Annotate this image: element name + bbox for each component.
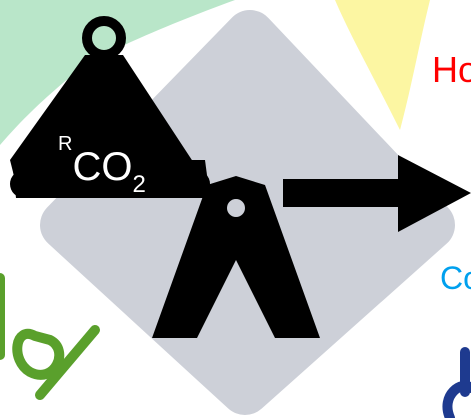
weight-icon <box>10 16 210 198</box>
decorative-blue-letters <box>442 347 471 418</box>
weight-label-subscript: 2 <box>132 171 145 198</box>
weight-label-prefix: R <box>58 133 72 155</box>
decorative-green-letters <box>0 273 100 400</box>
right-text-top: Ho <box>432 49 471 90</box>
pivot-icon <box>152 176 320 338</box>
weight-label-main: CO <box>72 145 132 189</box>
weight-label: RCO2 <box>58 133 146 198</box>
yellow-background-blob <box>335 0 430 130</box>
right-text-middle: Co <box>440 260 471 296</box>
green-background-blob <box>0 0 235 145</box>
arrow-right-icon <box>283 155 471 232</box>
